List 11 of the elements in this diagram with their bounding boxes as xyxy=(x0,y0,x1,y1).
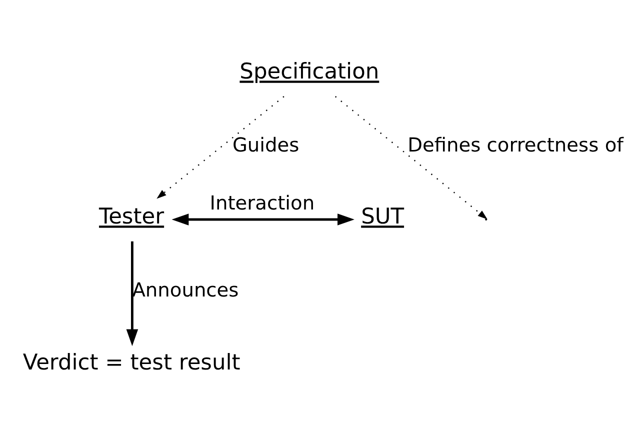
edge-label: Defines correctness of xyxy=(408,134,624,157)
node-text: Specification xyxy=(240,60,380,85)
node-text: SUT xyxy=(361,204,404,230)
arrow xyxy=(335,96,488,220)
arrow xyxy=(126,241,138,346)
arrow xyxy=(172,214,354,226)
arrow xyxy=(156,96,284,199)
node-text: Verdict = test result xyxy=(22,350,240,376)
node-text: Tester xyxy=(98,204,164,230)
edge-label: Guides xyxy=(232,134,300,157)
edge-label: Interaction xyxy=(210,192,315,215)
